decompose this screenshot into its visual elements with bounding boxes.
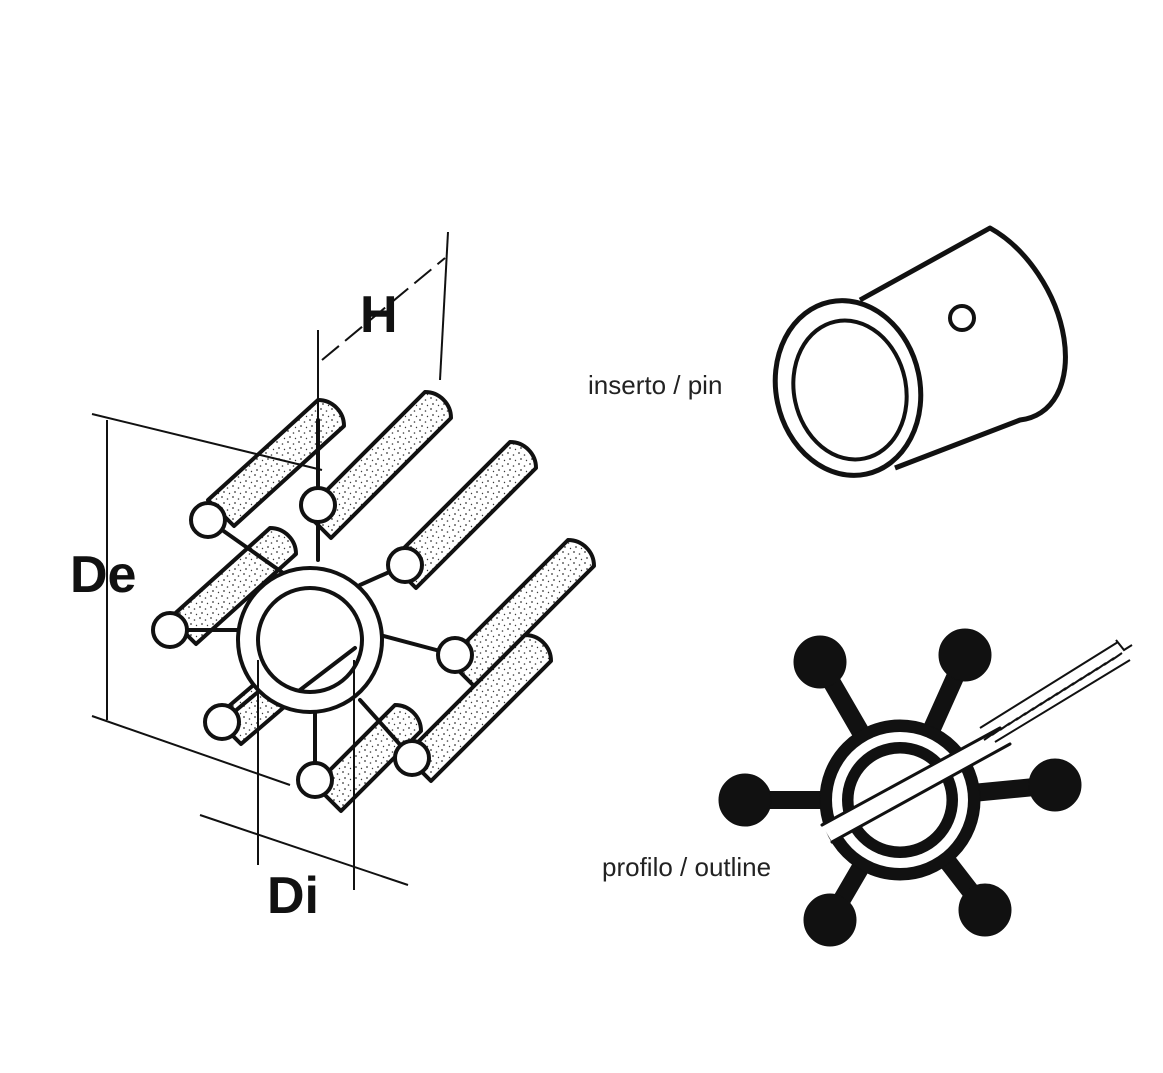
impeller-3d	[151, 390, 596, 813]
shaft-hatch	[979, 639, 1133, 743]
outer-diameter-label: De	[70, 546, 136, 604]
pin-screw-hole-icon	[948, 304, 976, 332]
impeller-bore	[256, 586, 364, 694]
pin-insert	[772, 225, 1068, 478]
height-label: H	[360, 286, 398, 344]
dimension-lines	[91, 231, 449, 890]
pin-caption: inserto / pin	[588, 370, 722, 400]
impeller-outline	[718, 628, 1082, 947]
impeller-vanes	[168, 390, 596, 813]
inner-diameter-label: Di	[267, 867, 319, 925]
outline-caption: profilo / outline	[602, 852, 771, 882]
impeller-front-face	[151, 418, 474, 799]
